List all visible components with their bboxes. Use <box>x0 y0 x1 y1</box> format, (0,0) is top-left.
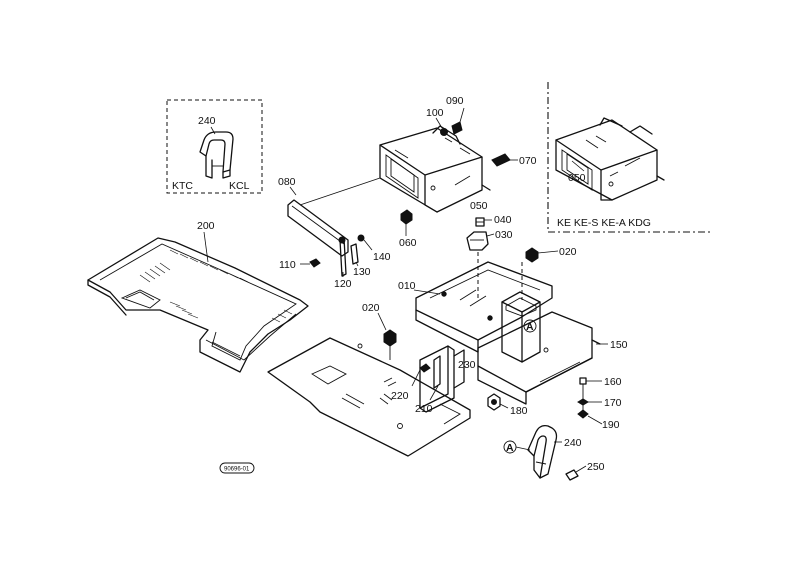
inset-handle-240 <box>199 131 234 179</box>
reference-marker-a: A <box>526 321 534 333</box>
part-130-washer <box>350 243 359 265</box>
callout-080: 080 <box>278 176 296 188</box>
callout-110: 110 <box>279 259 296 271</box>
inset-seat-bracket <box>555 117 665 201</box>
part-060-nut <box>400 209 413 225</box>
callout-140: 140 <box>373 251 391 263</box>
part-180-nut <box>487 393 501 411</box>
callout-020-left: 020 <box>362 302 380 314</box>
part-080-panel <box>287 199 349 257</box>
reference-marker-a-bottom-group: A <box>503 440 531 454</box>
callout-160: 160 <box>604 376 622 388</box>
part-030-grip <box>466 231 489 251</box>
inset-ktc-kcl: 240 KTC KCL <box>166 99 263 194</box>
inset-label-ktc: KTC <box>172 180 193 192</box>
part-210-plate <box>419 345 465 413</box>
callout-190: 190 <box>602 419 620 431</box>
part-190-nut <box>577 409 589 419</box>
part-160-bolt <box>579 377 587 410</box>
part-110-nut <box>309 258 321 268</box>
callout-230: 230 <box>458 359 476 371</box>
callout-240-bottom: 240 <box>564 437 582 449</box>
callout-010: 010 <box>398 280 416 292</box>
callout-100: 100 <box>426 107 444 119</box>
part-step-column: A <box>501 291 541 363</box>
callout-240-inset: 240 <box>198 115 216 127</box>
callout-070: 070 <box>519 155 537 167</box>
part-100-washer <box>440 128 448 136</box>
callout-120: 120 <box>334 278 352 290</box>
callout-170: 170 <box>604 397 622 409</box>
part-070-pad <box>491 153 511 167</box>
callout-040: 040 <box>494 214 512 226</box>
part-140-nut <box>357 234 365 242</box>
part-200-cover <box>87 237 309 373</box>
callout-030: 030 <box>495 229 513 241</box>
part-040-pin <box>475 217 485 227</box>
part-170-washer <box>577 398 589 406</box>
part-090-bolt <box>451 121 463 135</box>
callout-220: 220 <box>391 390 409 402</box>
callout-150: 150 <box>610 339 628 351</box>
drawing-code: 90696-01 <box>224 467 250 473</box>
inset-label-ke: KE KE-S KE-A KDG <box>557 217 651 229</box>
callout-200: 200 <box>197 220 215 232</box>
part-240-handle <box>527 424 558 479</box>
part-020-left <box>383 329 397 360</box>
part-120-bolt <box>338 236 347 277</box>
part-floor-plate <box>267 337 471 457</box>
part-020-top <box>525 247 539 263</box>
part-220-nut <box>419 363 431 373</box>
callout-250: 250 <box>587 461 605 473</box>
drawing-code-stamp: 90696-01 <box>219 462 255 474</box>
part-250-screw <box>565 469 579 481</box>
callout-060: 060 <box>399 237 417 249</box>
callout-050-center: 050 <box>470 200 488 212</box>
reference-marker-a-bottom: A <box>506 442 514 454</box>
callout-210: 210 <box>415 403 433 415</box>
inset-label-kcl: KCL <box>229 180 250 192</box>
callout-180: 180 <box>510 405 528 417</box>
callout-090: 090 <box>446 95 464 107</box>
callout-130: 130 <box>353 266 371 278</box>
inset-ke-series: 050 KE KE-S KE-A KDG <box>547 82 710 233</box>
callout-020-top: 020 <box>559 246 577 258</box>
part-150-box <box>477 311 601 405</box>
callout-050-inset: 050 <box>568 172 586 184</box>
